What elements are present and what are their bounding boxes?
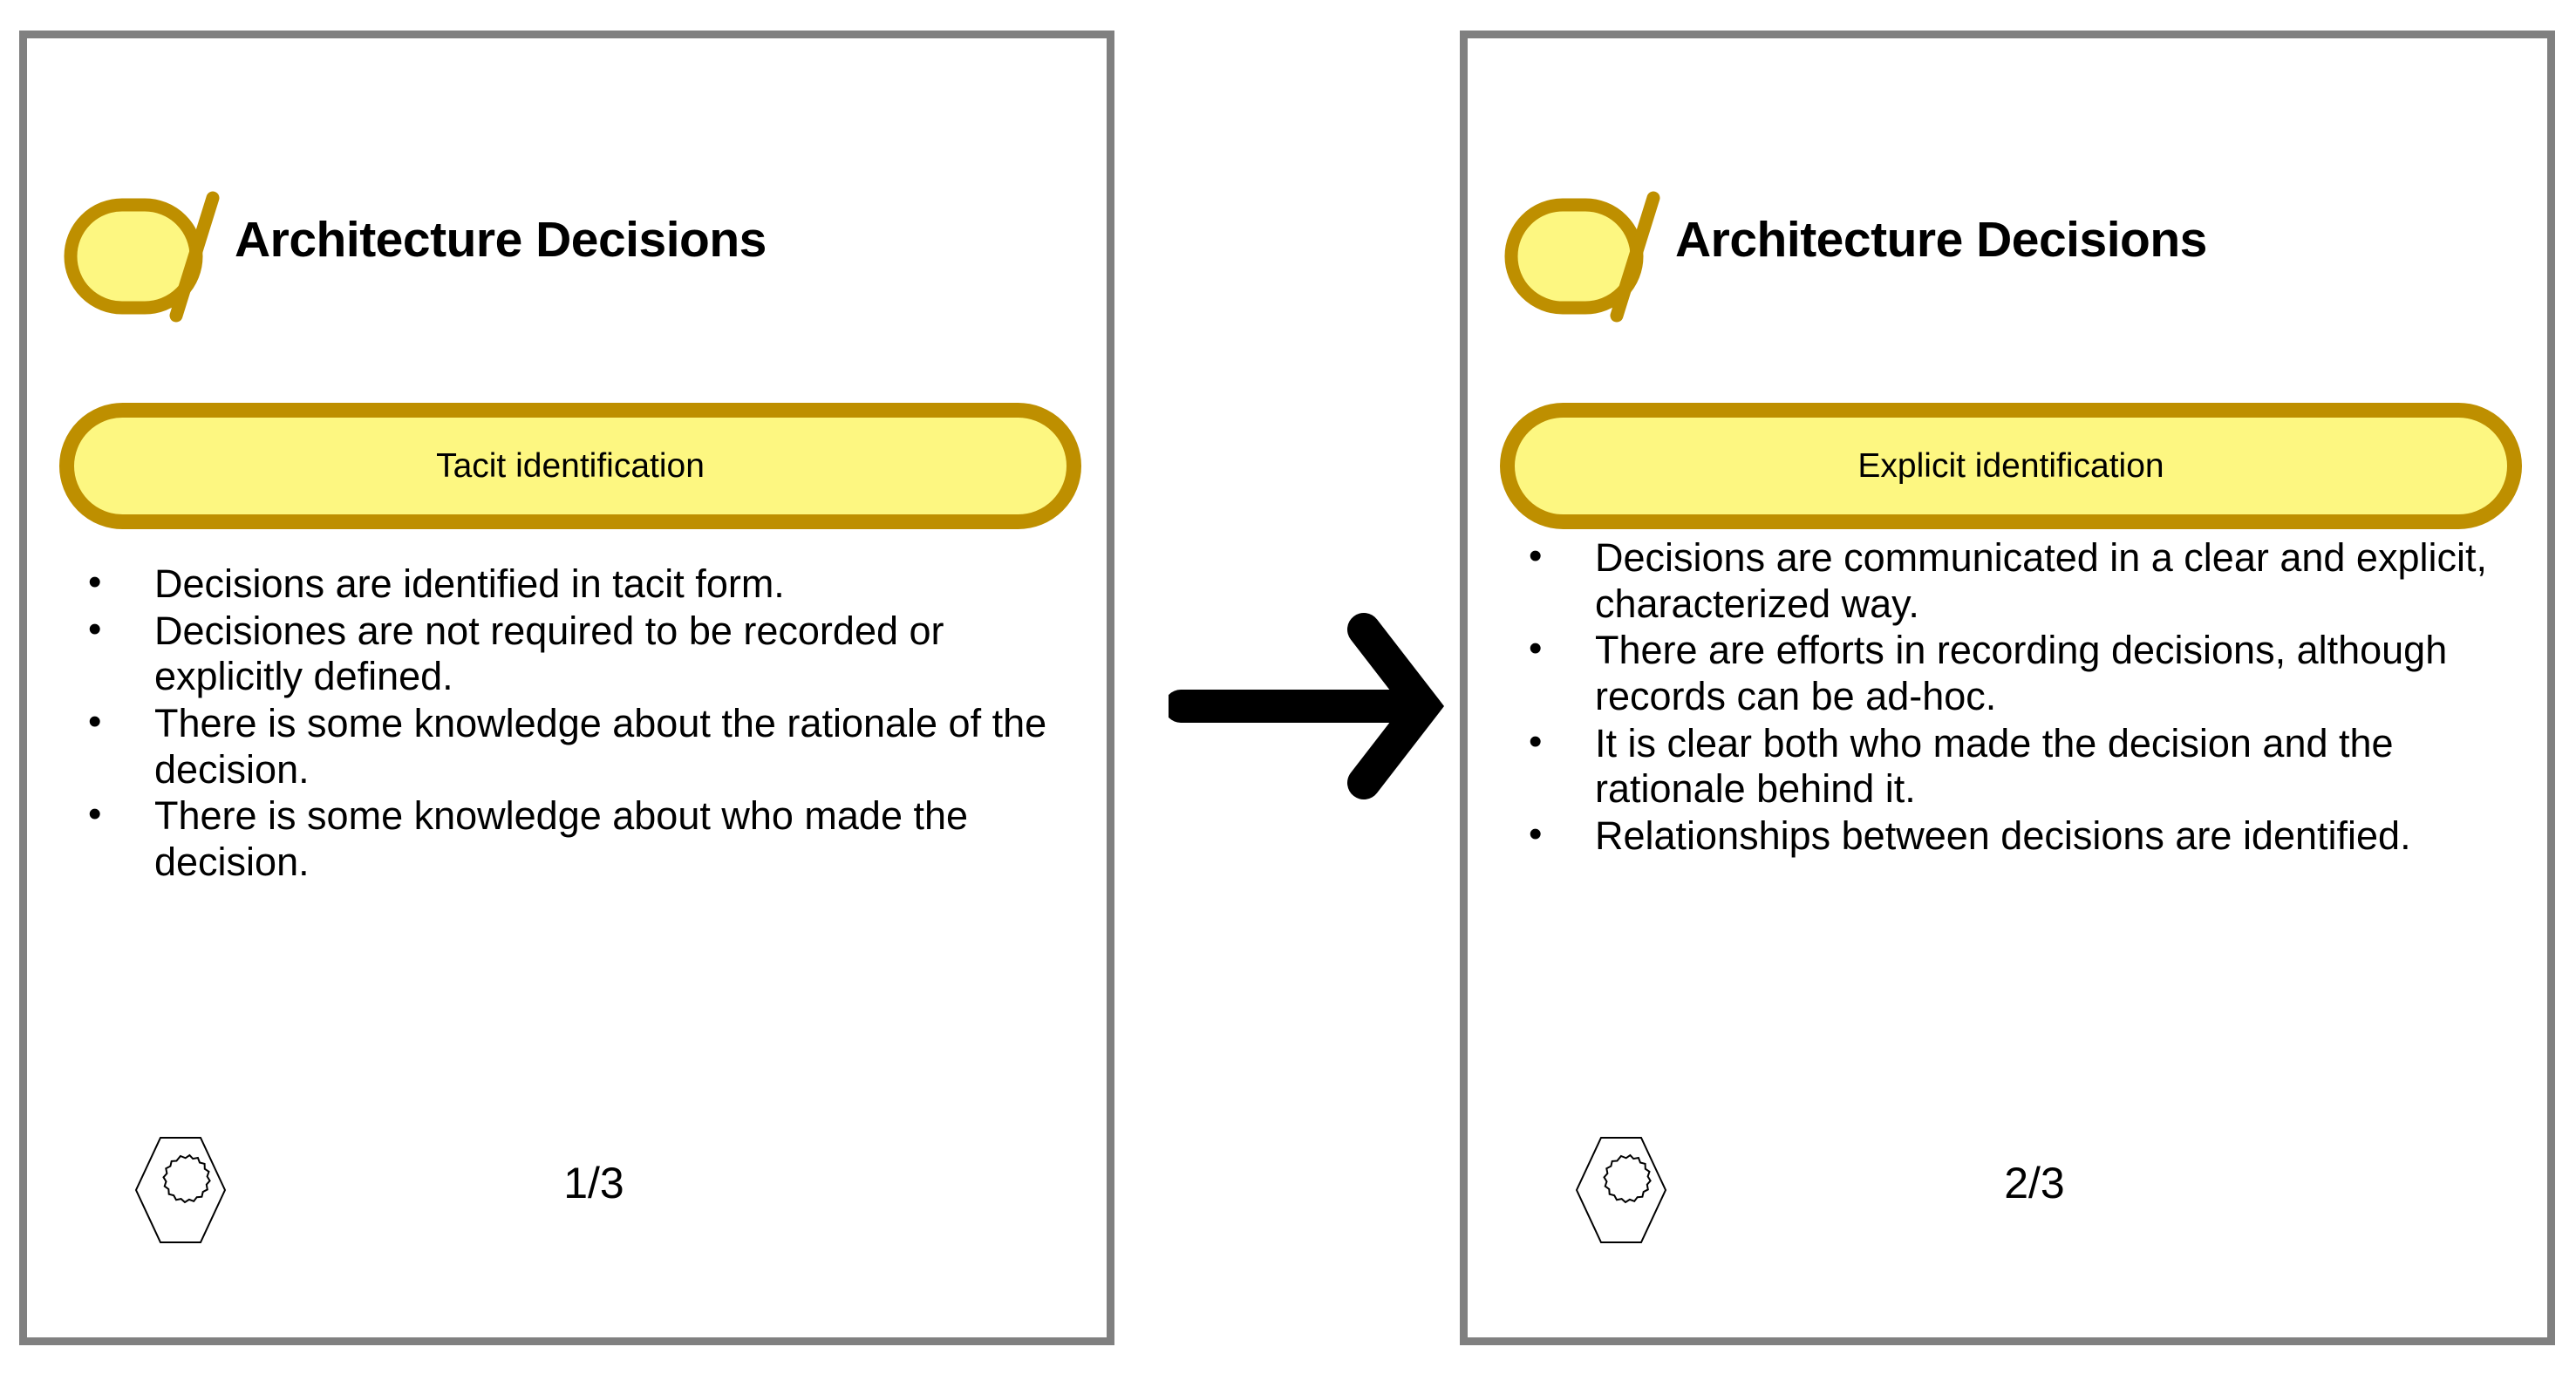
architecture-decision-icon <box>64 191 220 323</box>
hexagon-gear-icon <box>1575 1137 1667 1243</box>
identification-banner-tacit: Tacit identification <box>59 403 1081 529</box>
characteristics-list-left: Decisions are identified in tacit form. … <box>58 560 1087 886</box>
panel-header-right: Architecture Decisions <box>1501 173 2521 339</box>
list-item: Decisions are communicated in a clear an… <box>1499 534 2528 627</box>
panel-header-left: Architecture Decisions <box>60 173 1080 339</box>
list-item: There is some knowledge about who made t… <box>58 792 1087 885</box>
hexagon-gear-icon <box>134 1137 227 1243</box>
panel-footer-right: 2/3 <box>1468 1135 2547 1301</box>
list-item: Decisiones are not required to be record… <box>58 607 1087 700</box>
list-item: It is clear both who made the decision a… <box>1499 719 2528 813</box>
page-counter: 2/3 <box>2004 1159 2065 1207</box>
identification-banner-explicit: Explicit identification <box>1500 403 2522 529</box>
panel-explicit-identification: Architecture Decisions Explicit identifi… <box>1460 31 2555 1345</box>
identification-banner-label: Explicit identification <box>1857 447 2164 485</box>
characteristics-list-right: Decisions are communicated in a clear an… <box>1499 534 2528 860</box>
page-title: Architecture Decisions <box>235 212 767 268</box>
list-item: There are efforts in recording decisions… <box>1499 626 2528 719</box>
panel-footer-left: 1/3 <box>27 1135 1107 1301</box>
page-counter: 1/3 <box>563 1159 624 1207</box>
page-title: Architecture Decisions <box>1675 212 2207 268</box>
list-item: Relationships between decisions are iden… <box>1499 812 2528 860</box>
panel-tacit-identification: Architecture Decisions Tacit identificat… <box>19 31 1114 1345</box>
list-item: There is some knowledge about the ration… <box>58 699 1087 792</box>
identification-banner-label: Tacit identification <box>436 447 705 485</box>
list-item: Decisions are identified in tacit form. <box>58 560 1087 608</box>
architecture-decision-icon <box>1504 191 1660 323</box>
right-arrow-icon <box>1169 613 1445 799</box>
